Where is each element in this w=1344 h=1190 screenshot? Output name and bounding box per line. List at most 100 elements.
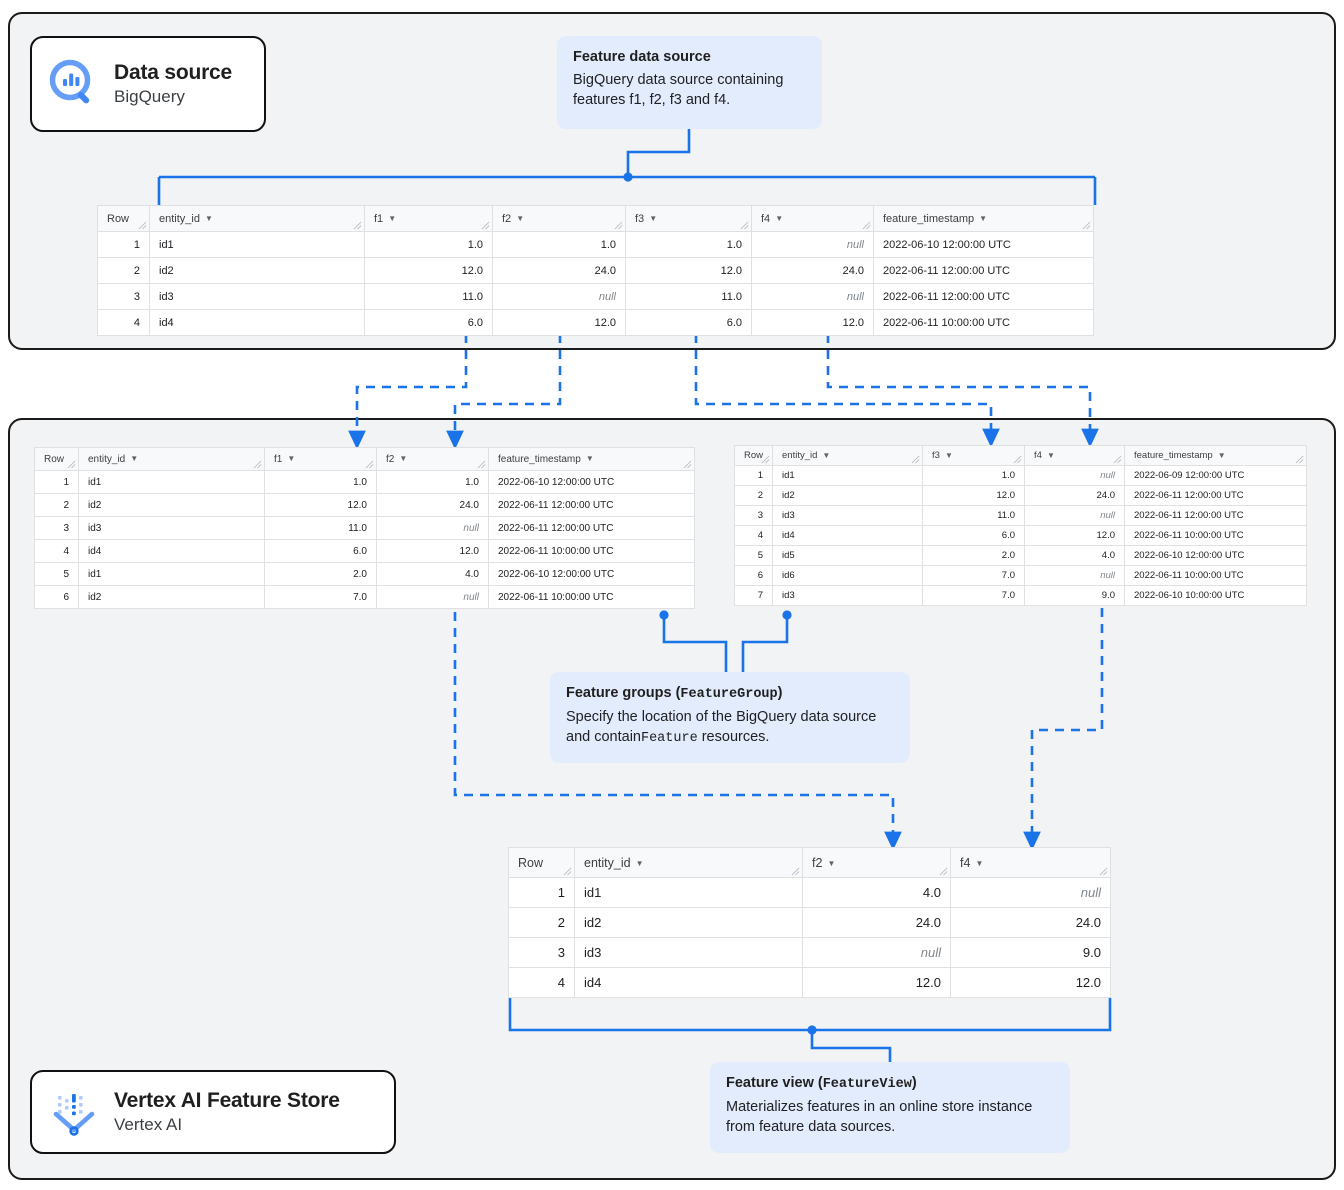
- column-header-label: f2: [812, 855, 823, 870]
- cell-row: 6: [34, 585, 79, 609]
- chevron-down-icon[interactable]: ▼: [944, 450, 953, 460]
- cell-feature_timestamp: 2022-06-11 12:00:00 UTC: [488, 516, 695, 540]
- column-header-f3[interactable]: f3 ▼: [625, 205, 752, 232]
- column-header-f3[interactable]: f3▼: [922, 445, 1025, 466]
- column-header-f4[interactable]: f4▼: [950, 847, 1111, 878]
- column-header-entity_id[interactable]: entity_id▼: [78, 447, 265, 471]
- callout-title: Feature view (FeatureView): [726, 1075, 1054, 1092]
- column-header-label: f2: [386, 453, 395, 465]
- chevron-down-icon[interactable]: ▼: [1217, 450, 1226, 460]
- chevron-down-icon[interactable]: ▼: [975, 858, 984, 868]
- column-header-f4[interactable]: f4▼: [1024, 445, 1125, 466]
- cell-f3: 6.0: [625, 309, 752, 336]
- column-header-feature_timestamp[interactable]: feature_timestamp▼: [488, 447, 695, 471]
- cell-row: 6: [734, 565, 773, 586]
- cell-row: 4: [34, 539, 79, 563]
- column-header-row[interactable]: Row: [97, 205, 150, 232]
- column-header-feature_timestamp[interactable]: feature_timestamp▼: [873, 205, 1094, 232]
- cell-f2: null: [802, 937, 951, 968]
- chevron-down-icon[interactable]: ▼: [130, 454, 139, 464]
- callout-title-text: Feature groups (: [566, 685, 681, 701]
- column-header-feature_timestamp[interactable]: feature_timestamp▼: [1124, 445, 1307, 466]
- callout-title-text: Feature view (: [726, 1075, 823, 1091]
- cell-row: 1: [34, 470, 79, 494]
- cell-feature_timestamp: 2022-06-11 10:00:00 UTC: [1124, 525, 1307, 546]
- chevron-down-icon[interactable]: ▼: [516, 214, 525, 224]
- column-header-entity_id[interactable]: entity_id ▼: [772, 445, 923, 466]
- column-header-row[interactable]: Row: [734, 445, 773, 466]
- chevron-down-icon[interactable]: ▼: [1046, 450, 1055, 460]
- column-header-entity_id[interactable]: entity_id▼: [574, 847, 803, 878]
- cell-f3: 11.0: [922, 505, 1025, 526]
- cell-entity_id: id6: [772, 565, 923, 586]
- chevron-down-icon[interactable]: ▼: [635, 858, 644, 868]
- cell-f2: 4.0: [376, 562, 489, 586]
- cell-f2: 24.0: [376, 493, 489, 517]
- cell-entity_id: id1: [772, 465, 923, 486]
- chevron-down-icon[interactable]: ▼: [388, 214, 397, 224]
- cell-feature_timestamp: 2022-06-10 12:00:00 UTC: [488, 470, 695, 494]
- chevron-down-icon[interactable]: ▼: [649, 214, 658, 224]
- chevron-down-icon[interactable]: ▼: [585, 454, 594, 464]
- vertex-ai-icon: [48, 1086, 100, 1138]
- cell-f3: 12.0: [922, 485, 1025, 506]
- cell-f2: null: [376, 516, 489, 540]
- callout-body-mono: Feature: [640, 730, 698, 746]
- cell-f4: null: [1024, 465, 1125, 486]
- chevron-down-icon[interactable]: ▼: [827, 858, 836, 868]
- column-header-f2[interactable]: f2 ▼: [376, 447, 489, 471]
- chevron-down-icon[interactable]: ▼: [822, 450, 831, 460]
- cell-entity_id: id3: [772, 585, 923, 606]
- column-header-label: entity_id: [782, 450, 818, 461]
- chevron-down-icon[interactable]: ▼: [399, 454, 408, 464]
- cell-row: 7: [734, 585, 773, 606]
- cell-f4: 24.0: [1024, 485, 1125, 506]
- column-header-row[interactable]: Row: [508, 847, 575, 878]
- column-header-f4[interactable]: f4▼: [751, 205, 874, 232]
- cell-entity_id: id4: [772, 525, 923, 546]
- column-header-f2[interactable]: f2▼: [492, 205, 626, 232]
- column-header-entity_id[interactable]: entity_id▼: [149, 205, 365, 232]
- column-header-label: f3: [635, 212, 645, 225]
- cell-entity_id: id1: [78, 562, 265, 586]
- column-header-row[interactable]: Row: [34, 447, 79, 471]
- column-header-f1[interactable]: f1▼: [364, 205, 493, 232]
- callout-title: Feature data source: [573, 49, 711, 65]
- chevron-down-icon[interactable]: ▼: [979, 214, 988, 224]
- column-header-f2[interactable]: f2 ▼: [802, 847, 951, 878]
- cell-row: 1: [508, 877, 575, 908]
- cell-feature_timestamp: 2022-06-11 12:00:00 UTC: [873, 283, 1094, 310]
- cell-entity_id: id4: [149, 309, 365, 336]
- column-header-f1[interactable]: f1▼: [264, 447, 377, 471]
- chevron-down-icon[interactable]: ▼: [204, 214, 213, 224]
- chevron-down-icon[interactable]: ▼: [775, 214, 784, 224]
- chevron-down-icon[interactable]: ▼: [287, 454, 296, 464]
